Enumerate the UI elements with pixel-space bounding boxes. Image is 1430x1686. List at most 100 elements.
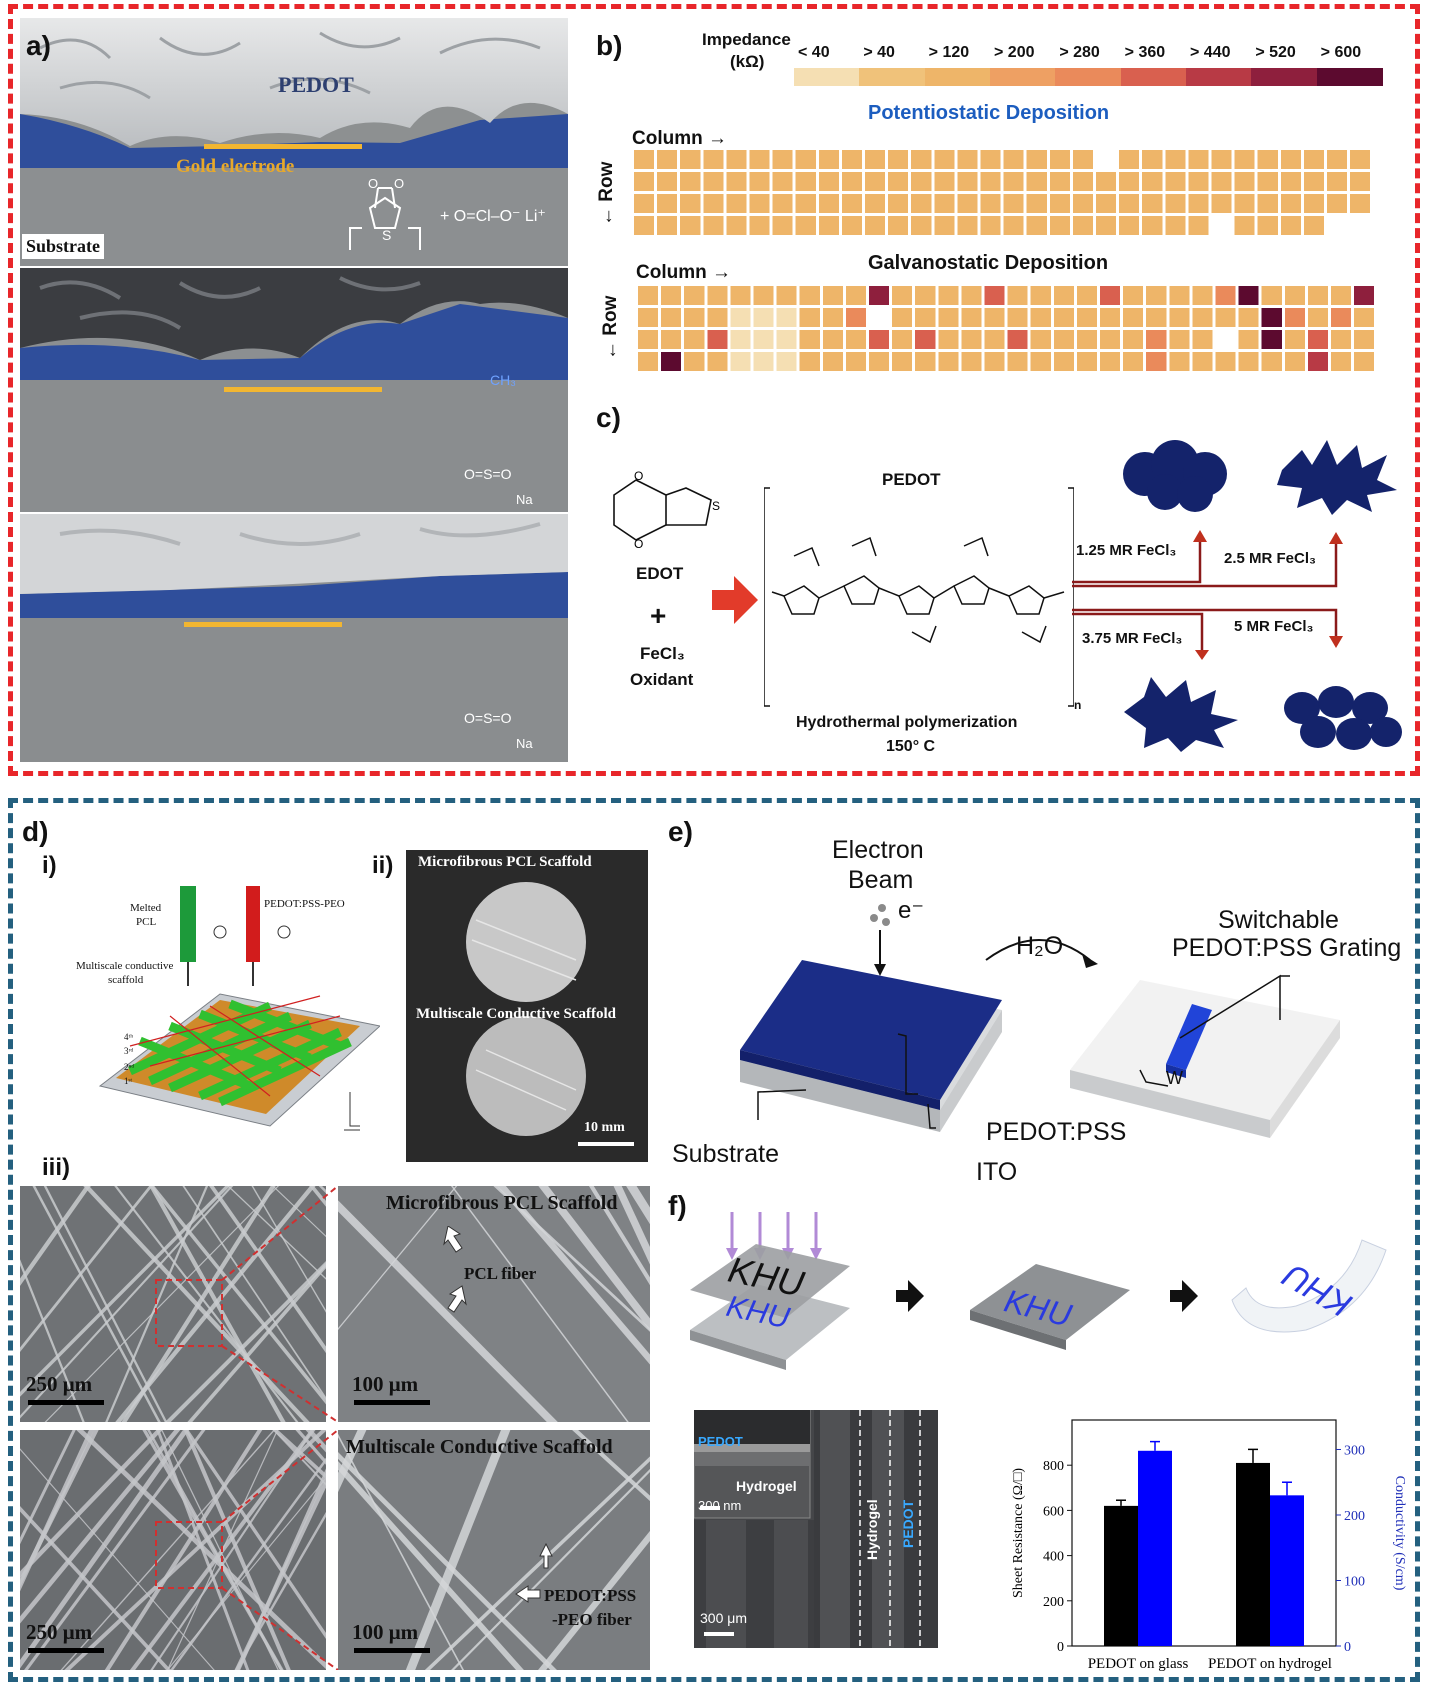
fiber-pointer-arrows [443, 1226, 553, 1603]
heatmap-cell [984, 330, 1005, 349]
legend-swatch [794, 68, 861, 86]
heatmap-cell [911, 194, 932, 213]
heatmap-cell [1303, 194, 1324, 213]
legend-swatch [924, 68, 991, 86]
heatmap-cell [680, 150, 701, 169]
heatmap-cell [634, 216, 655, 235]
bar [1270, 1495, 1304, 1646]
heatmap-cell [1030, 286, 1051, 305]
heatmap-cell [707, 308, 728, 327]
heatmap-cell [1307, 352, 1328, 371]
heatmap-cell [1261, 308, 1282, 327]
d-scale-10mm: 10 mm [584, 1120, 625, 1135]
heatmap-cell [772, 216, 793, 235]
d-layer-1: 1ˢᵗ [124, 1076, 133, 1086]
heatmap-cell [888, 216, 909, 235]
c-fecl3-label: FeCl₃ [640, 644, 685, 663]
heatmap-cell [684, 286, 705, 305]
heatmap-cell [1146, 308, 1167, 327]
heatmap-cell [934, 194, 955, 213]
c-hydro-label-2: 150° C [886, 738, 936, 755]
d-pp-fiber-label-2: -PEO fiber [552, 1610, 632, 1629]
d-multiscale-label: Multiscale conductive [76, 960, 174, 972]
heatmap-cell [726, 216, 747, 235]
heatmap-cell [957, 194, 978, 213]
heatmap-cell [1354, 352, 1375, 371]
heatmap-cell [865, 172, 886, 191]
heatmap-cell [1146, 352, 1167, 371]
heatmap-cell [1261, 330, 1282, 349]
heatmap-cell [1096, 172, 1117, 191]
heatmap-cell [657, 150, 678, 169]
y-tick-label: 400 [1043, 1550, 1064, 1565]
heatmap-cell [938, 308, 959, 327]
heatmap-cell [1284, 352, 1305, 371]
heatmap-cell [1123, 330, 1144, 349]
svg-text:S: S [382, 227, 391, 243]
heatmap-cell [984, 286, 1005, 305]
heatmap-cell [799, 308, 820, 327]
heatmap-cell [957, 150, 978, 169]
sem-image-d-micro-high [338, 1186, 650, 1422]
heatmap-cell [1280, 172, 1301, 191]
heatmap-cell [845, 308, 866, 327]
heatmap-cell [1238, 330, 1259, 349]
heatmap-cell [661, 286, 682, 305]
heatmap-cell [911, 150, 932, 169]
scale-bar-100-2 [354, 1648, 430, 1653]
c-mr375-label: 3.75 MR FeCl₃ [1082, 630, 1183, 647]
heatmap-cell [1100, 352, 1121, 371]
heatmap-cell [1238, 308, 1259, 327]
f-sem-pedot-inset: PEDOT [698, 1434, 743, 1449]
heatmap-cell [799, 286, 820, 305]
d-sem-multi-title: Multiscale Conductive Scaffold [346, 1436, 613, 1458]
heatmap-cell [1076, 352, 1097, 371]
heatmap-cell [1331, 308, 1352, 327]
heatmap-cell [841, 150, 862, 169]
d-layer-3: 3ʳᵈ [124, 1046, 134, 1056]
heatmap-cell [1303, 216, 1324, 235]
d-pedot-peo-label: PEDOT:PSS-PEO [264, 898, 345, 910]
heatmap-cell [703, 216, 724, 235]
heatmap-cell [869, 286, 890, 305]
heatmap-cell [1261, 286, 1282, 305]
y2-tick-label: 200 [1344, 1509, 1365, 1524]
heatmap-cell [795, 172, 816, 191]
heatmap-cell [638, 308, 659, 327]
heatmap-cell [822, 330, 843, 349]
heatmap-cell [1211, 150, 1232, 169]
sub-label-d-ii: ii) [372, 852, 394, 879]
heatmap-cell [1188, 216, 1209, 235]
sem-image-f [694, 1410, 938, 1648]
heatmap-cell [684, 330, 705, 349]
heatmap-cell [730, 308, 751, 327]
heatmap-cell [1072, 172, 1093, 191]
heatmap-cell [1169, 308, 1190, 327]
a-pedot-label: PEDOT [278, 72, 354, 97]
heatmap-cell [1146, 330, 1167, 349]
heatmap-cell [1053, 308, 1074, 327]
scale-bar-10mm [578, 1142, 634, 1146]
heatmap-cell [776, 308, 797, 327]
heatmap-cell [961, 286, 982, 305]
y2-tick-label: 0 [1344, 1640, 1351, 1655]
heatmap-cell [1003, 150, 1024, 169]
a-so3-label-2: O=S=O [464, 466, 512, 482]
heatmap-cell [888, 172, 909, 191]
panel-label-d: d) [22, 816, 49, 847]
heatmap-cell [1192, 352, 1213, 371]
heatmap-cell [776, 352, 797, 371]
pedot-polymer-structure-icon [764, 487, 1074, 707]
panel-group-bottom-frame [8, 798, 1420, 1682]
heatmap-cell [1284, 308, 1305, 327]
heatmap-cell [1142, 172, 1163, 191]
heatmap-cell [1284, 330, 1305, 349]
heatmap-cell [865, 150, 886, 169]
heatmap-cell [1350, 172, 1371, 191]
heatmap-cell [1119, 172, 1140, 191]
heatmap-cell [1211, 216, 1232, 235]
heatmap-cell [915, 308, 936, 327]
d-pcl-fiber-label: PCL fiber [464, 1264, 537, 1283]
e-switchable-label: Switchable [1218, 906, 1339, 934]
